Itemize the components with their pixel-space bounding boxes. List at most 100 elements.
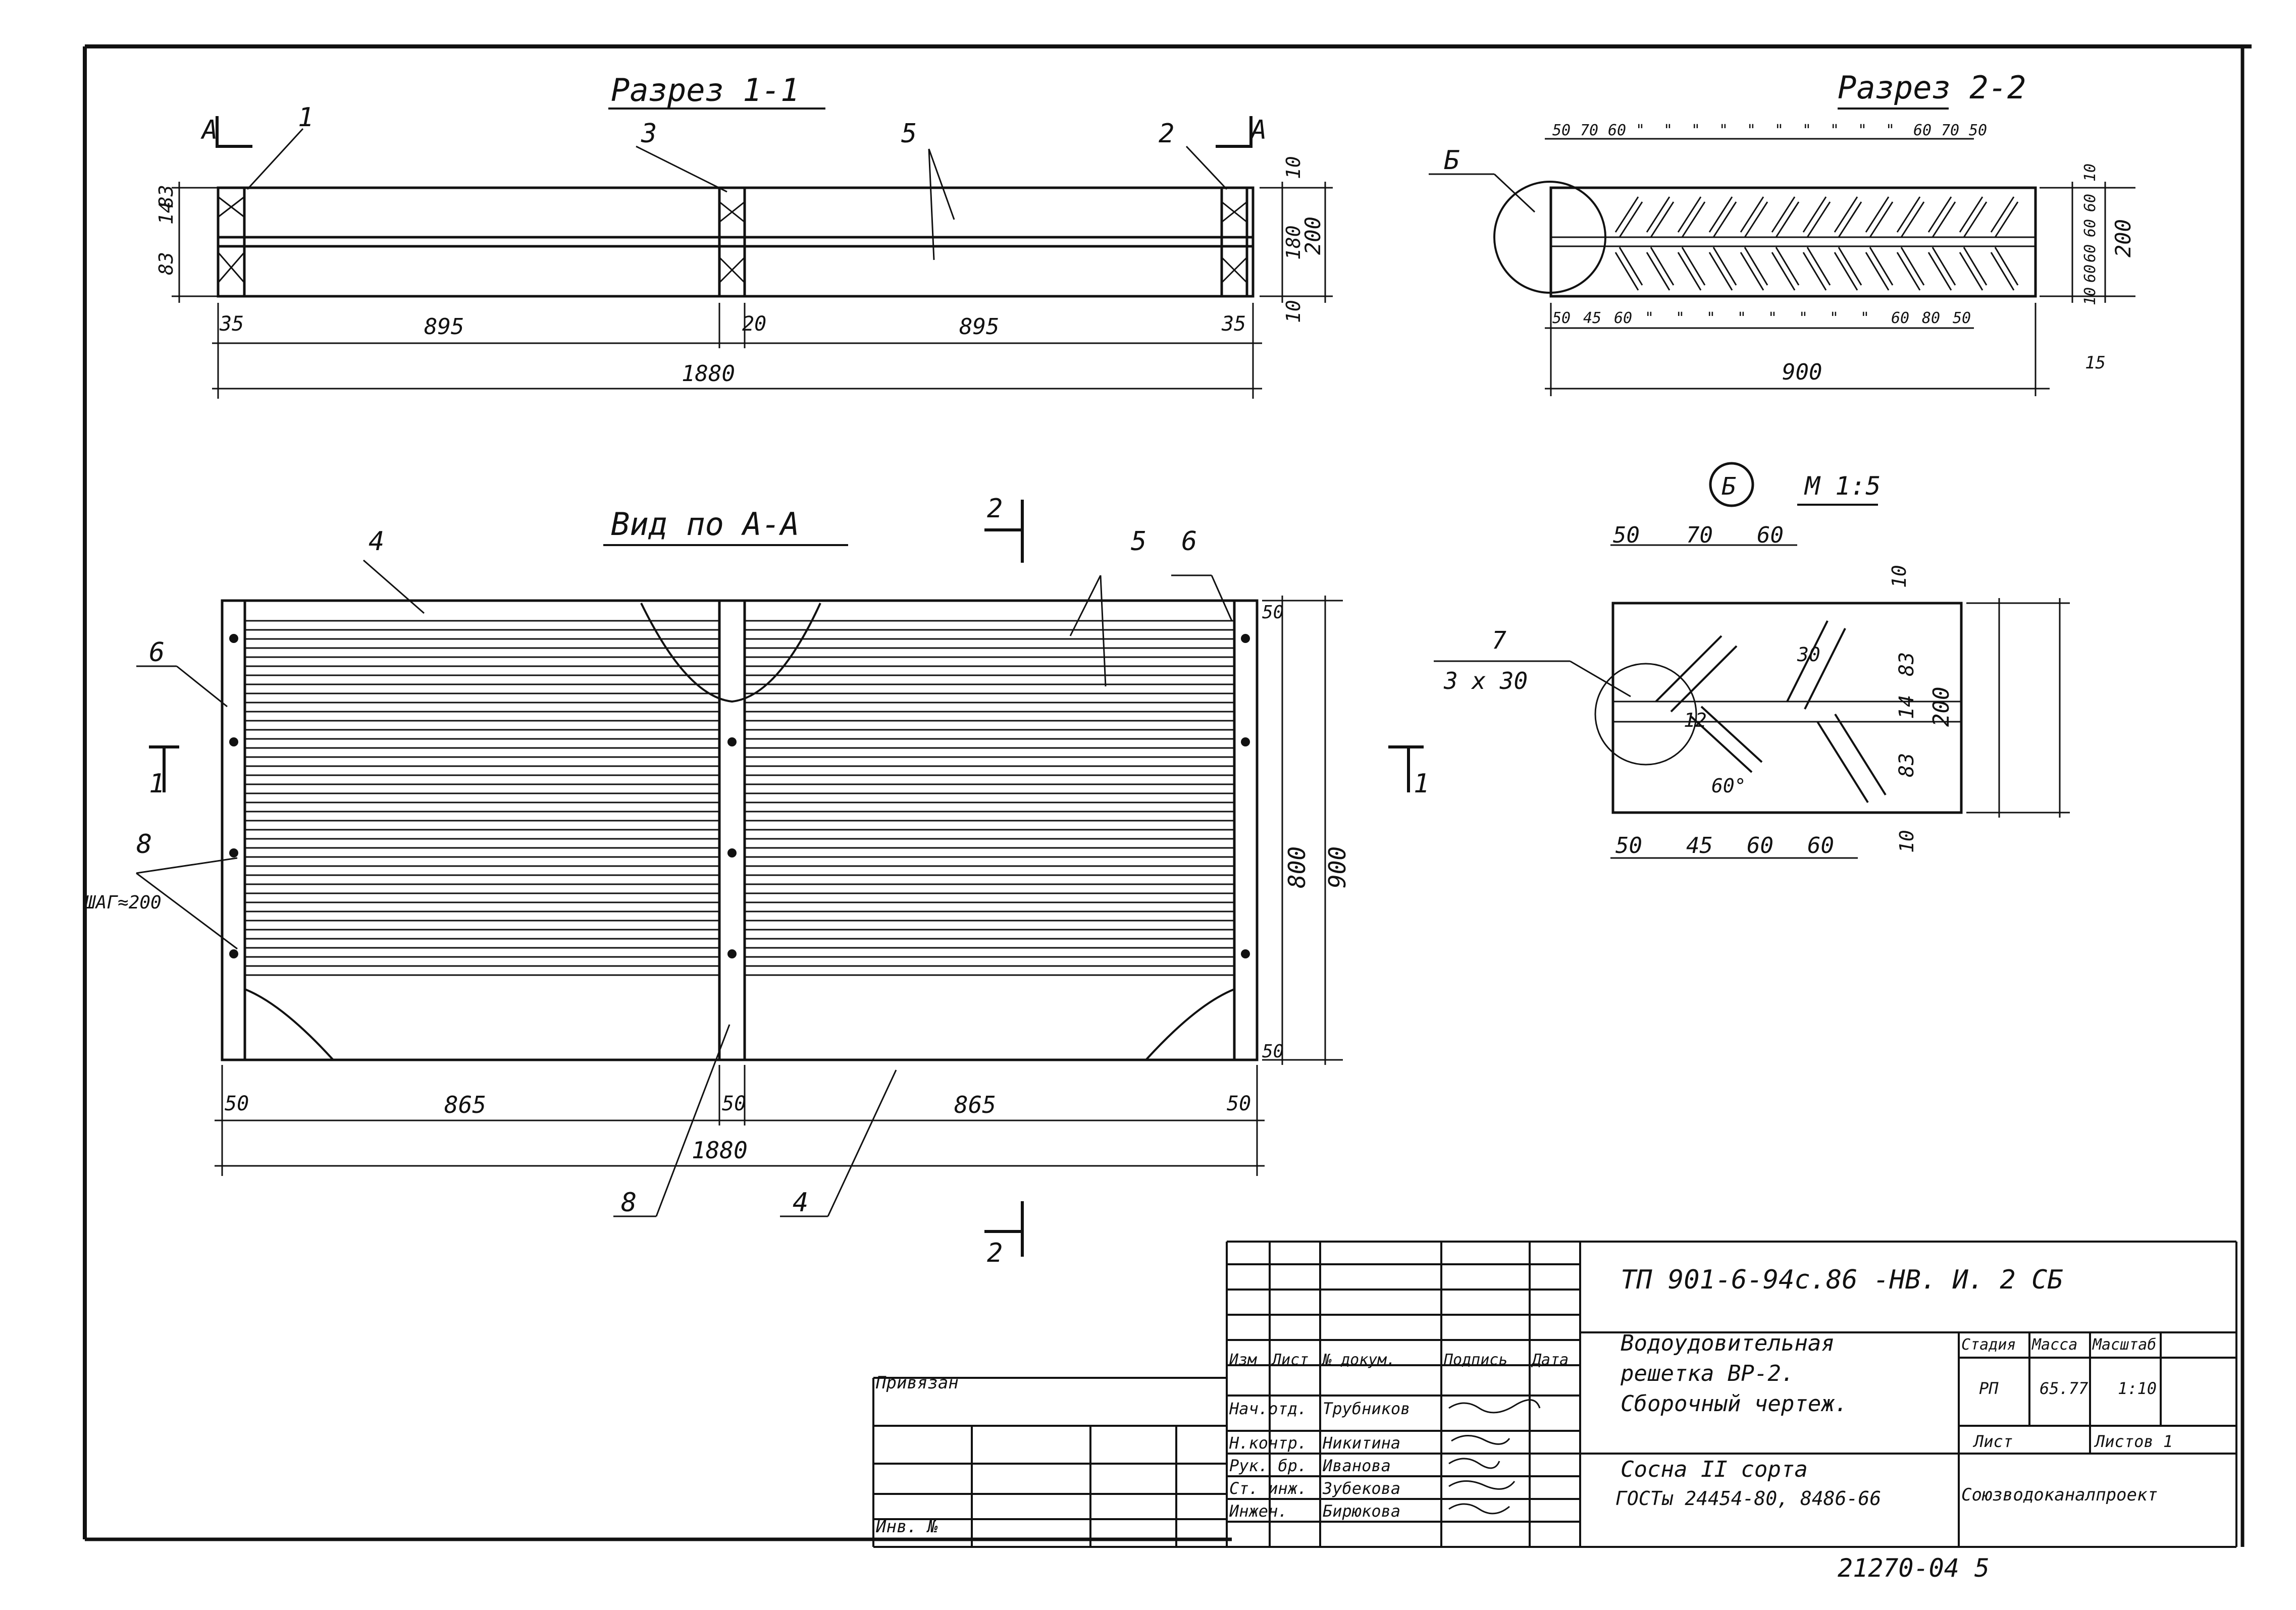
s22-top-dim-8: ": [1775, 122, 1784, 139]
chevron-slat: [1900, 201, 1925, 238]
s11-right-dim-2: 200: [1300, 217, 1325, 255]
chevron-slat: [1775, 247, 1800, 286]
chevron-slat: [1959, 252, 1984, 291]
chevron-slat: [1650, 201, 1675, 238]
position-2-label: 2: [1159, 119, 1174, 149]
aa-right-dim-1: 800: [1283, 846, 1311, 888]
callout-b-label: Б: [1444, 145, 1459, 176]
chevron-slat: [1677, 196, 1702, 233]
aa-right-dim-2: 900: [1324, 846, 1351, 888]
s22-top-dim-14: 70: [1941, 122, 1959, 139]
section-mark-1-left: 1: [149, 769, 165, 799]
role-0: Нач.отд.: [1229, 1399, 1308, 1418]
position-8-label: 8: [136, 829, 152, 860]
chevron-slat: [1740, 196, 1764, 233]
section-1-1-drawing: [172, 108, 1333, 399]
scale-value: 1:10: [2118, 1379, 2157, 1398]
s22-top-dim-3: ": [1636, 122, 1645, 139]
s11-total-dim: 1880: [682, 361, 735, 387]
aa-bottom-dim-0: 50: [225, 1092, 249, 1115]
sheets-label: Листов 1: [2095, 1432, 2173, 1451]
chevron-slat: [1744, 201, 1768, 238]
detail-b-right-dim-5: 10: [1896, 830, 1918, 853]
chevron-slat: [1896, 196, 1921, 233]
s22-top-dim-0: 50: [1552, 122, 1571, 139]
chevron-slat: [1869, 201, 1894, 238]
aa-bottom-dim-3: 865: [954, 1091, 996, 1118]
s22-right-dim-2: 60: [2081, 219, 2099, 237]
s11-right-dim-0: 10: [1282, 156, 1304, 179]
chevron-slat: [1994, 201, 2019, 238]
chevron-slat: [1932, 201, 1956, 238]
chevron-slat: [1619, 201, 1643, 238]
role-3: Ст. инж.: [1229, 1479, 1308, 1498]
scale-label: Масштаб: [2093, 1336, 2157, 1354]
detail-b-right-dim-0: 10: [1888, 565, 1910, 588]
detail-b-bottom-dim-2: 60: [1747, 833, 1773, 858]
chevron-slat: [1681, 247, 1706, 286]
chevron-slat: [1677, 252, 1702, 291]
title-line-2: Сборочный чертеж.: [1621, 1391, 1848, 1417]
chevron-slat: [1802, 252, 1827, 291]
role-4: Инжен.: [1229, 1501, 1288, 1521]
chevron-slat: [1712, 201, 1737, 238]
chevron-slat: [1740, 252, 1764, 291]
chevron-slat: [1744, 247, 1768, 286]
chevron-slat: [1927, 196, 1952, 233]
chevron-slat: [1865, 196, 1890, 233]
chevron-slat: [1806, 247, 1831, 286]
position-5-view: 5: [1131, 526, 1146, 557]
mass-label: Масса: [2032, 1336, 2078, 1354]
s22-extra-dim: 15: [2085, 353, 2106, 373]
s22-right-dim-5: 60: [2081, 264, 2099, 283]
signatures: [1448, 1399, 1541, 1515]
chevron-slat: [1963, 247, 1988, 286]
s11-left-dim-2: 83: [155, 185, 177, 208]
s11-right-dim-3: 10: [1282, 300, 1304, 323]
s22-bottom-dim-1: 45: [1583, 309, 1601, 327]
chevron-slat: [1619, 247, 1643, 286]
detail-b-callout: Б: [1721, 472, 1736, 501]
detail-b-right-dim-1: 83: [1895, 652, 1918, 676]
detail-b-top-dim-2: 60: [1757, 522, 1784, 548]
detail-b-right-dim-2: 14: [1895, 695, 1918, 719]
chevron-slat: [1806, 201, 1831, 238]
chevron-slat: [1712, 247, 1737, 286]
s22-right-dim-0: 10: [2081, 164, 2099, 182]
name-2: Иванова: [1323, 1456, 1391, 1475]
s22-right-dim-1: 60: [2081, 194, 2099, 212]
s22-bottom-dim-13: 50: [1953, 309, 1971, 327]
s11-right-dim-1: 180: [1282, 225, 1304, 260]
detail-b-scale: М 1:5: [1804, 471, 1881, 501]
s22-top-dim-5: ": [1691, 122, 1700, 139]
chevron-slat: [1838, 201, 1862, 238]
name-4: Бирюкова: [1323, 1501, 1401, 1521]
detail-b-bottom-dim-1: 45: [1686, 833, 1713, 858]
title-block-grid: [872, 1241, 2237, 1548]
position-4-bottom: 4: [793, 1188, 808, 1218]
chevron-slat: [1896, 252, 1921, 291]
s22-top-dim-15: 50: [1969, 122, 1987, 139]
s22-bottom-dim-6: ": [1737, 309, 1746, 327]
view-a-a-drawing: [136, 500, 1424, 1257]
chevron-slat: [1650, 247, 1675, 286]
title-line-0: Водоудовительная: [1621, 1330, 1835, 1356]
s11-bottom-dim-0: 35: [219, 312, 244, 336]
s11-bottom-dim-2: 20: [742, 312, 766, 336]
s22-top-dim-13: 60: [1913, 122, 1932, 139]
section-2-2-slats: [1614, 196, 2019, 291]
aa-bottom-dim-1: 865: [444, 1091, 486, 1118]
detail-b-inner-2: 30: [1797, 643, 1820, 666]
stage-value: РП: [1979, 1379, 1999, 1398]
document-code: ТП 901-6-94с.86 -НВ. И. 2 СБ: [1621, 1265, 2063, 1295]
s22-bottom-dim-10: ": [1860, 309, 1869, 327]
chevron-slat: [1869, 247, 1894, 286]
position-6-right: 6: [1181, 526, 1197, 557]
s11-bottom-dim-3: 895: [959, 314, 999, 340]
s22-top-dim-6: ": [1719, 122, 1728, 139]
s22-top-dim-10: ": [1830, 122, 1839, 139]
chevron-slat: [1708, 196, 1733, 233]
s11-bottom-dim-1: 895: [424, 314, 464, 340]
chevron-slat: [1927, 252, 1952, 291]
tb-head-doc: № докум.: [1323, 1351, 1396, 1369]
